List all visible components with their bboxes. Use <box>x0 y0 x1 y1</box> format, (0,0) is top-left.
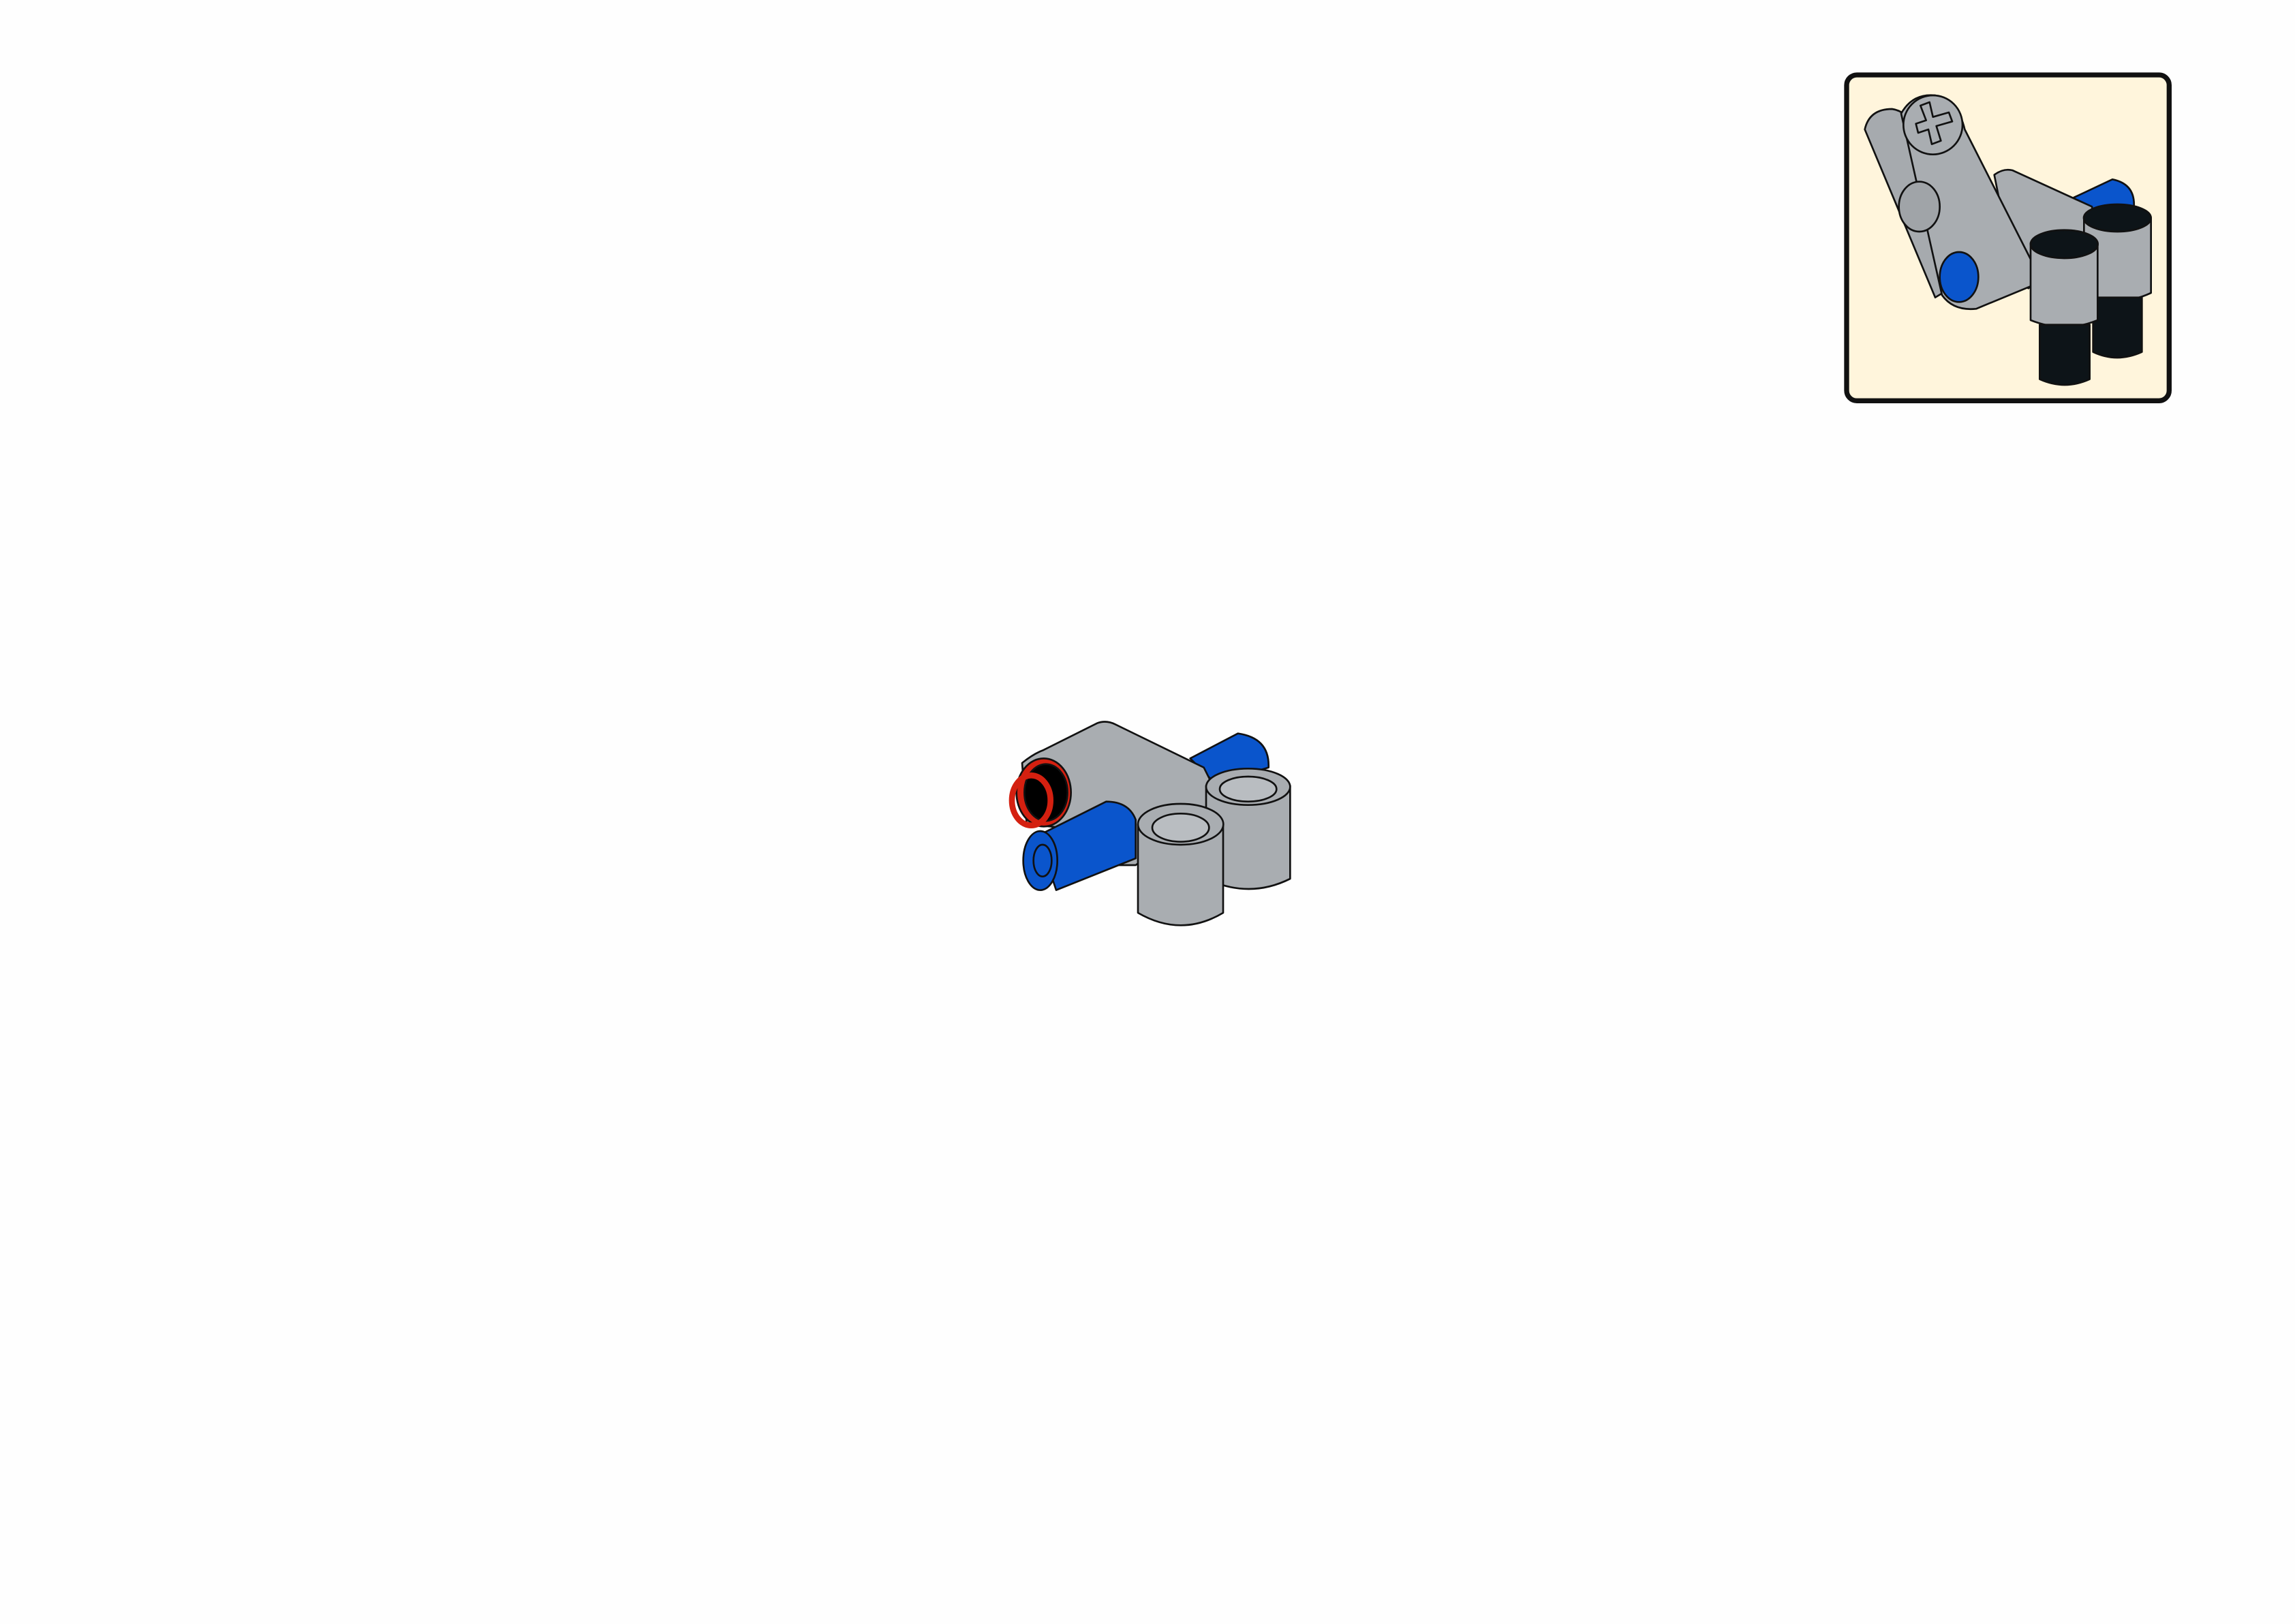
black-pin-front <box>2039 324 2091 386</box>
blue-pin-front <box>1037 800 1137 891</box>
gray-cylinder-front <box>1137 823 1224 926</box>
red-highlight-ring-inner <box>1008 772 1053 828</box>
cross-axle-hole-icon <box>1915 101 1954 145</box>
callout-box <box>1844 72 2172 403</box>
assembly-step-model <box>1008 721 1291 926</box>
black-pin-right <box>2092 296 2143 359</box>
